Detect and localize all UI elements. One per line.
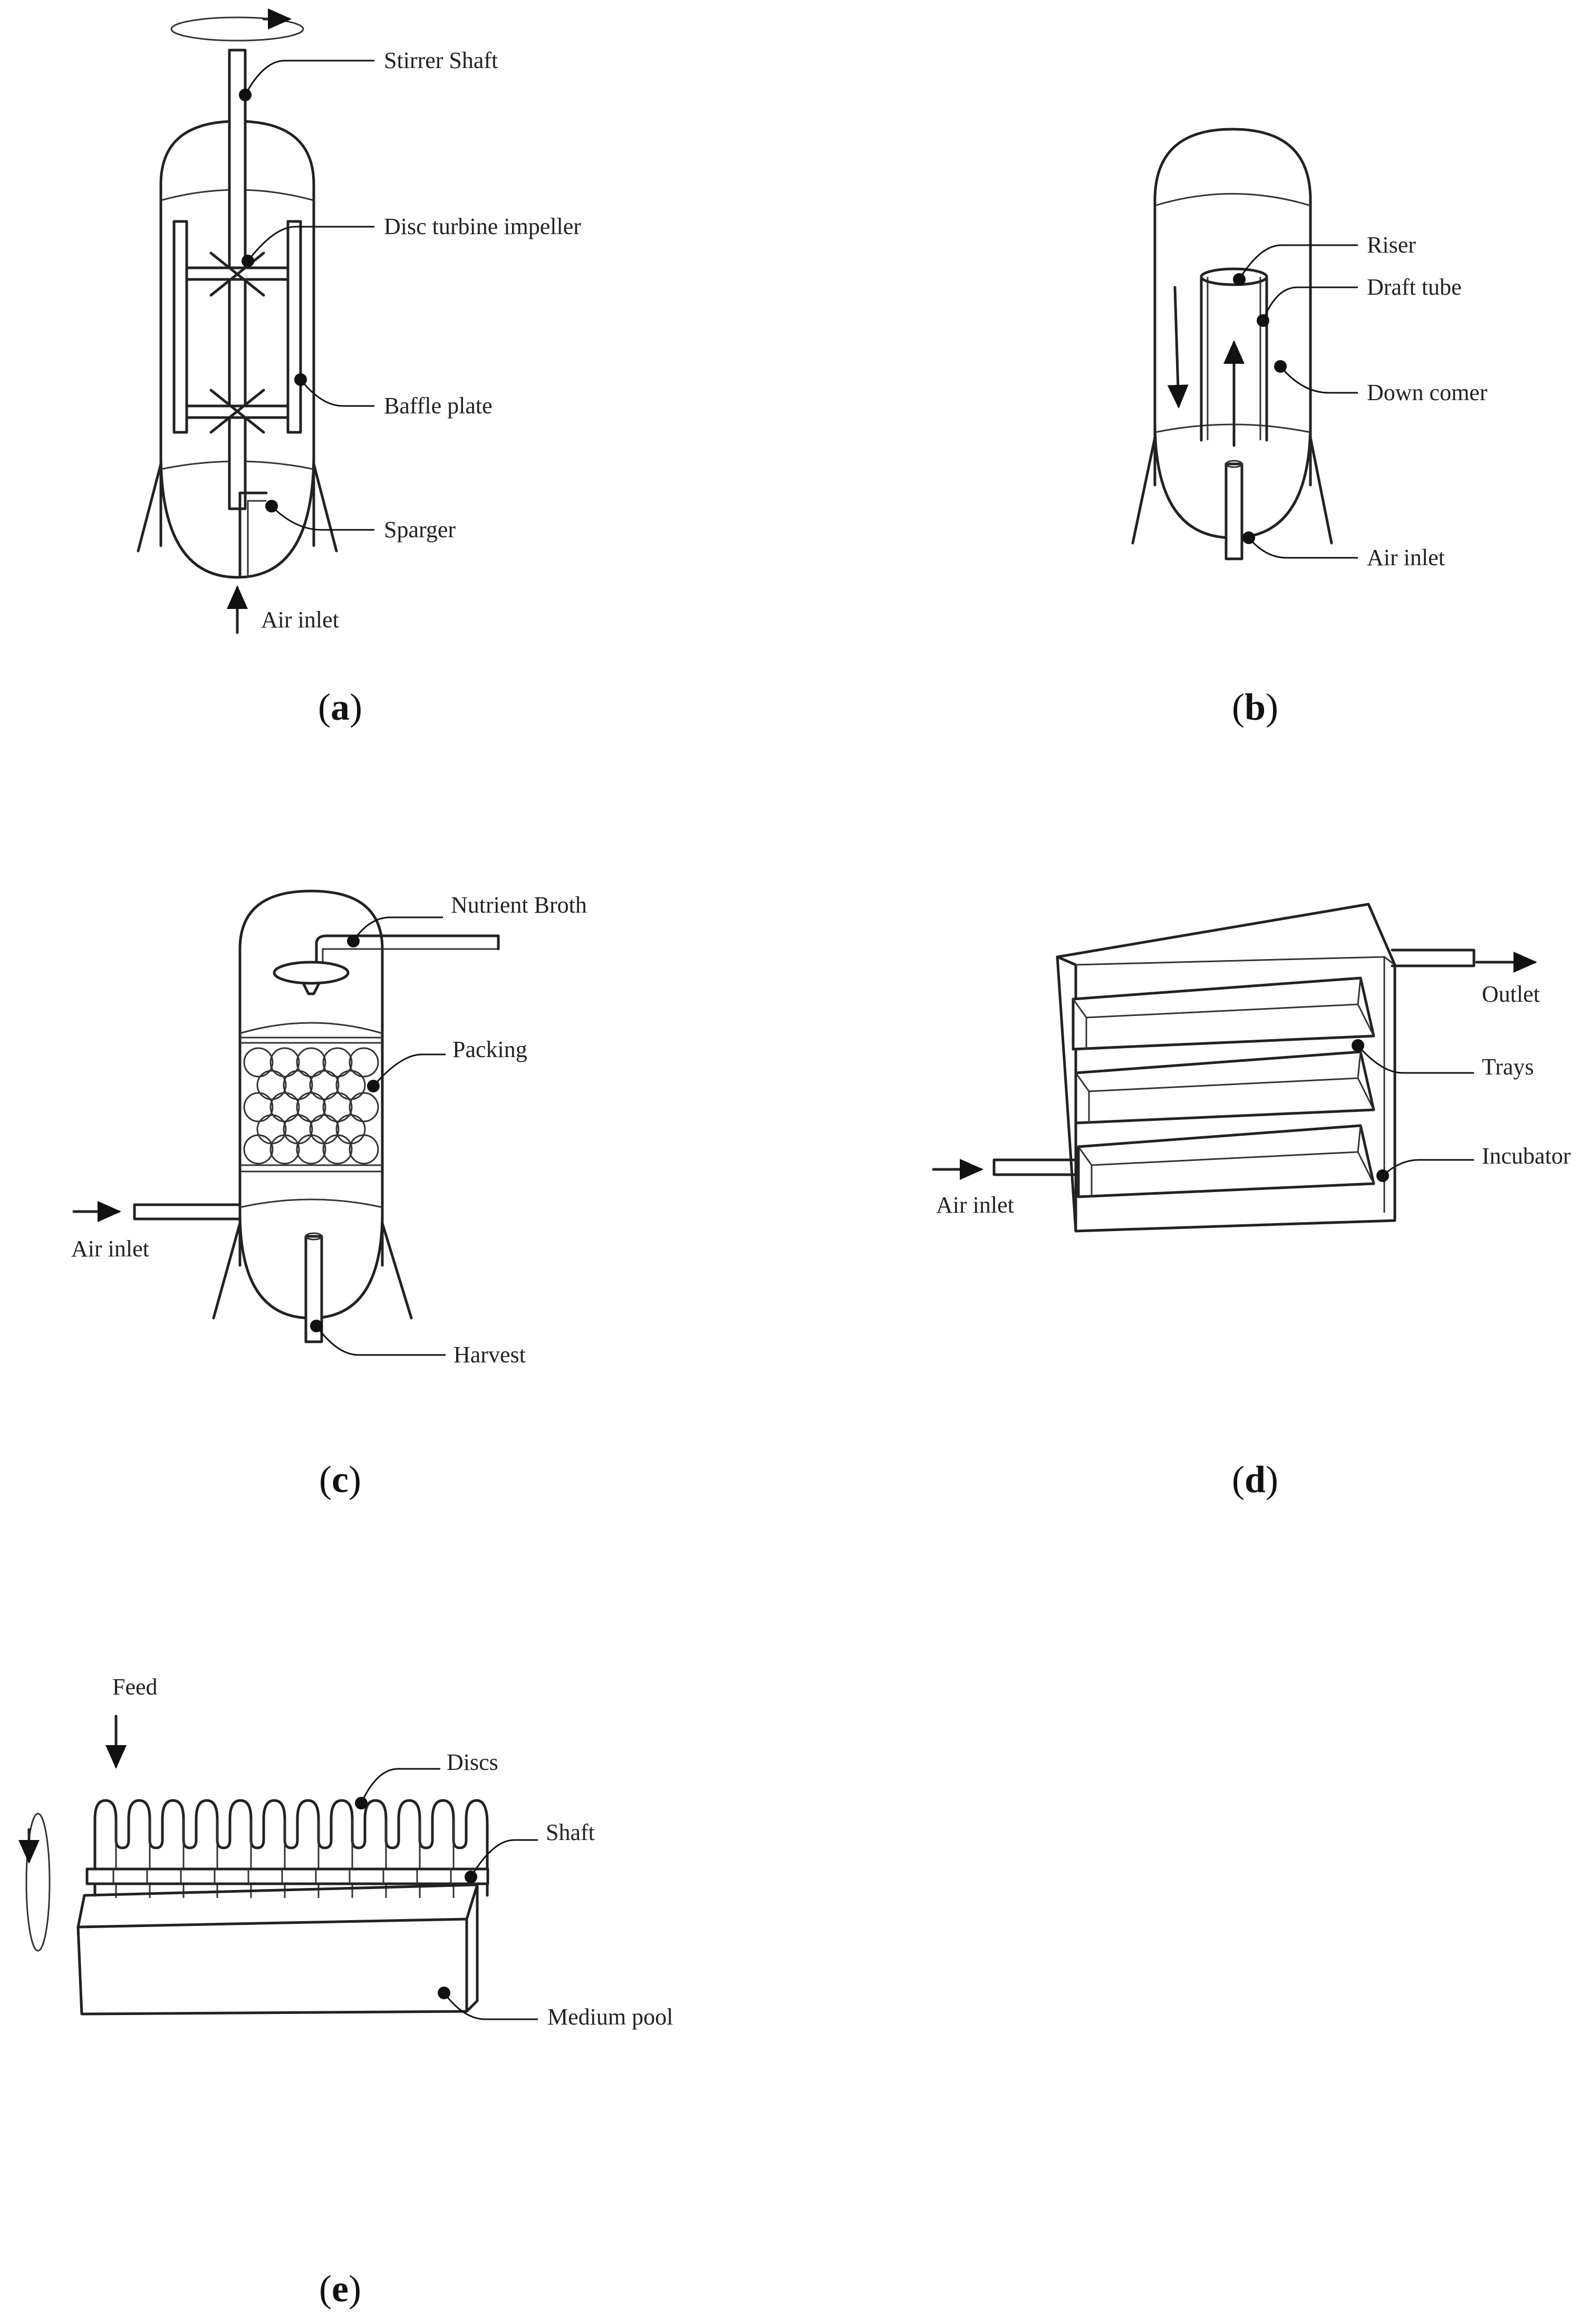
caption-e-letter: e <box>332 2268 349 2310</box>
caption-e: (e) <box>319 2268 361 2310</box>
caption-d-letter: d <box>1245 1458 1266 1500</box>
panel-b-airlift: Riser Draft tube Down comer Air inlet (b… <box>1131 128 1488 728</box>
label-air-inlet-c: Air inlet <box>71 1236 149 1262</box>
panel-c-packed-bed: Nutrient Broth Packing Air inlet Harvest… <box>71 889 587 1500</box>
label-sparger: Sparger <box>384 517 456 543</box>
label-feed: Feed <box>112 1674 158 1700</box>
label-trays: Trays <box>1482 1054 1534 1080</box>
caption-b: (b) <box>1232 686 1278 728</box>
label-medium-pool: Medium pool <box>547 2004 673 2030</box>
caption-c: (c) <box>319 1458 361 1500</box>
caption-b-letter: b <box>1245 686 1266 728</box>
label-discs: Discs <box>447 1749 498 1775</box>
label-air-inlet-a: Air inlet <box>261 607 339 633</box>
label-outlet: Outlet <box>1482 981 1540 1007</box>
label-stirrer-shaft: Stirrer Shaft <box>384 47 498 73</box>
label-baffle-plate: Baffle plate <box>384 393 493 419</box>
caption-d: (d) <box>1232 1458 1278 1500</box>
caption-a-letter: a <box>331 686 350 728</box>
panel-a-stirred-tank: Stirrer Shaft Disc turbine impeller Baff… <box>137 8 581 728</box>
label-air-inlet-d: Air inlet <box>936 1192 1014 1218</box>
label-harvest: Harvest <box>454 1342 526 1368</box>
caption-a: (a) <box>318 686 362 728</box>
label-nutrient-broth: Nutrient Broth <box>451 892 587 918</box>
caption-c-letter: c <box>332 1458 349 1500</box>
label-disc-turbine-impeller: Disc turbine impeller <box>384 214 581 239</box>
label-riser: Riser <box>1367 232 1416 258</box>
label-packing: Packing <box>452 1037 527 1062</box>
panel-e-rotating-disc: Feed Discs Shaft Medium pool (e) <box>18 1674 673 2310</box>
label-shaft: Shaft <box>546 1819 595 1845</box>
label-air-inlet-b: Air inlet <box>1367 545 1445 570</box>
label-draft-tube: Draft tube <box>1367 274 1462 300</box>
panel-d-tray: Outlet Trays Incubator Air inlet (d) <box>932 903 1571 1500</box>
label-incubator: Incubator <box>1482 1143 1571 1169</box>
label-down-comer: Down comer <box>1367 380 1488 405</box>
